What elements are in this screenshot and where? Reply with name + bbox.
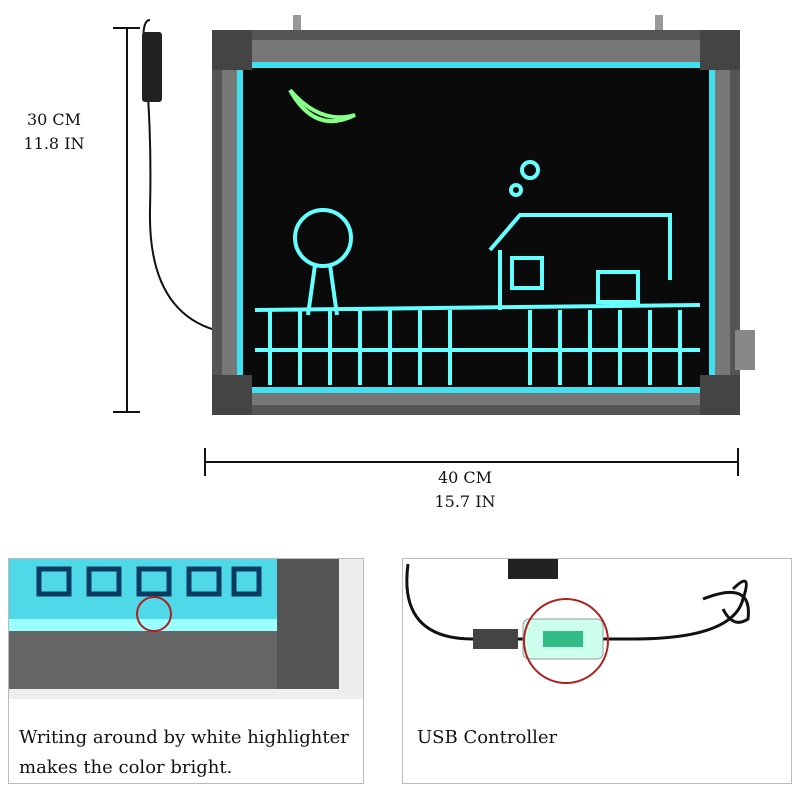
width-dimension-line	[204, 448, 739, 476]
side-connector	[735, 330, 755, 370]
caption-line-1: Writing around by white highlighter	[19, 727, 349, 748]
usb-controller-image	[405, 559, 750, 684]
highlighter-detail-panel: Writing around by white highlighter make…	[8, 558, 364, 784]
width-cm: 40 CM	[437, 468, 493, 487]
caption-line-2: makes the color bright.	[19, 757, 233, 778]
highlighter-closeup-image	[9, 559, 363, 699]
led-board	[142, 15, 755, 415]
width-in: 15.7 IN	[434, 492, 496, 511]
highlighter-caption: Writing around by white highlighter make…	[19, 723, 349, 783]
usb-controller-panel: USB Controller	[402, 558, 792, 784]
usb-controller-caption: USB Controller	[417, 727, 558, 748]
height-dimension-line	[113, 27, 140, 413]
drawing	[254, 88, 701, 385]
height-label: 30 CM 11.8 IN	[14, 108, 94, 156]
highlight-circle	[523, 598, 609, 684]
highlight-circle	[136, 596, 172, 632]
height-in: 11.8 IN	[23, 134, 85, 153]
width-label: 40 CM 15.7 IN	[420, 466, 510, 514]
usb-plug	[142, 32, 162, 102]
height-cm: 30 CM	[26, 110, 82, 129]
